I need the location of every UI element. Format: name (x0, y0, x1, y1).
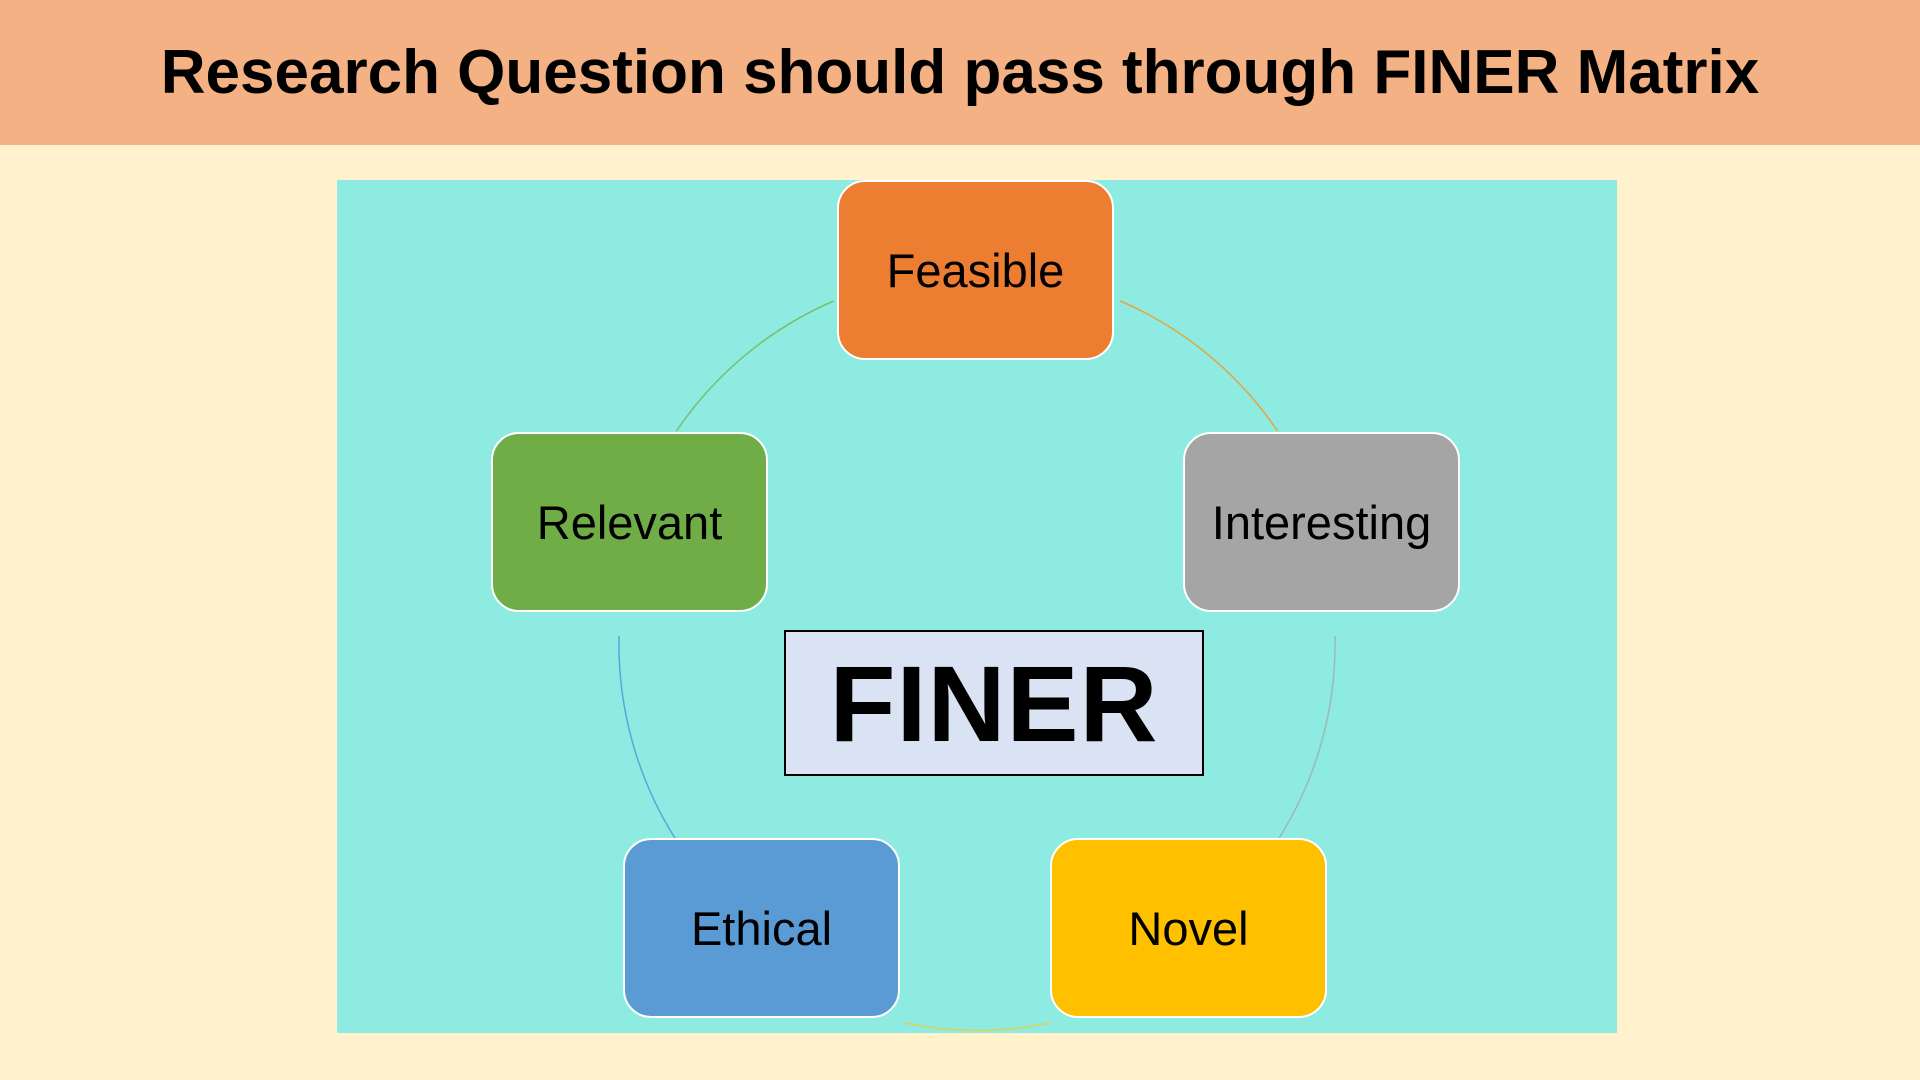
node-interesting: Interesting (1183, 432, 1460, 612)
node-novel-label: Novel (1128, 901, 1249, 955)
node-ethical-label: Ethical (690, 901, 833, 955)
center-box: FINER (784, 630, 1204, 776)
node-ethical: Ethical (623, 838, 900, 1018)
connector-feasible-interesting (1120, 300, 1279, 432)
slide-title: Research Question should pass through FI… (160, 38, 1760, 107)
node-interesting-label: Interesting (1211, 495, 1432, 549)
connector-interesting-novel (1278, 635, 1336, 839)
center-label: FINER (829, 642, 1159, 764)
connector-novel-ethical (903, 1022, 1051, 1032)
connector-ethical-relevant (618, 635, 676, 839)
node-relevant: Relevant (491, 432, 768, 612)
diagram-panel: Feasible Interesting Novel Ethical Relev… (337, 180, 1617, 1033)
node-feasible-label: Feasible (886, 243, 1065, 297)
title-bar: Research Question should pass through FI… (0, 0, 1920, 145)
connector-relevant-feasible (675, 300, 834, 432)
node-novel: Novel (1050, 838, 1327, 1018)
node-feasible: Feasible (837, 180, 1114, 360)
cycle-connector (618, 300, 1336, 1032)
node-relevant-label: Relevant (536, 495, 723, 549)
